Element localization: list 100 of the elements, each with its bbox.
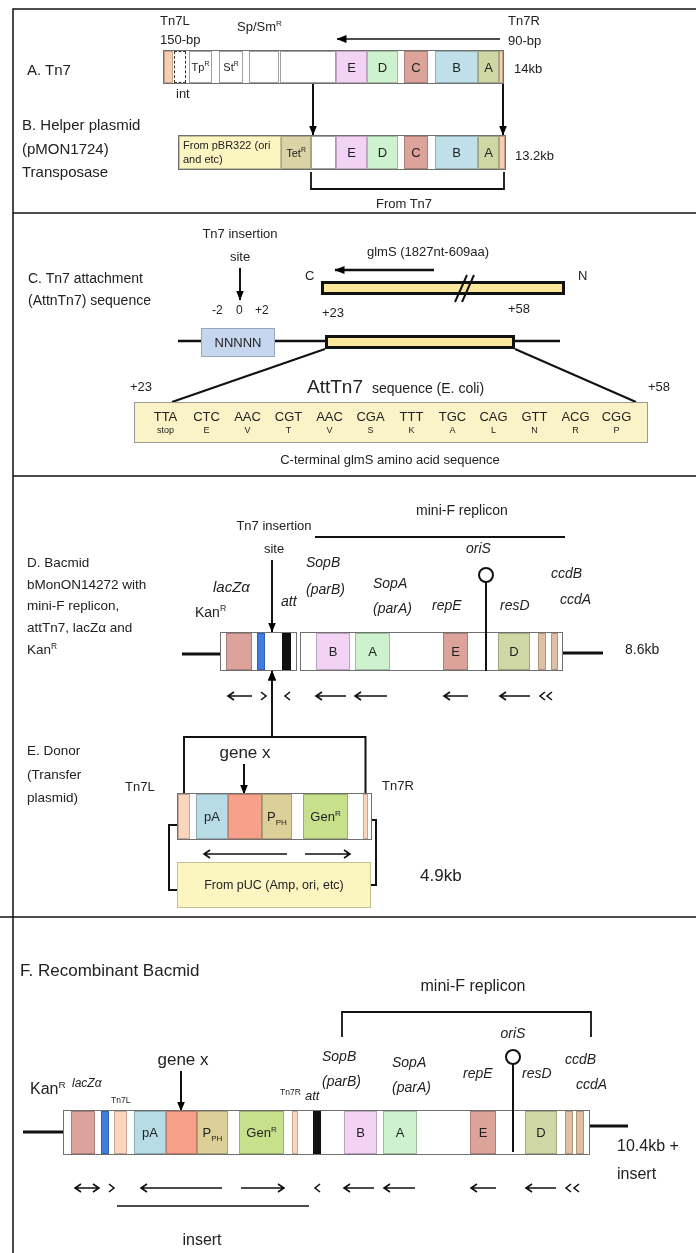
- segment-label: Tet$^{R}$: [286, 146, 306, 159]
- annotation-text: Tn7L: [125, 779, 155, 795]
- segment-label: A: [484, 145, 493, 160]
- segment-label: P$_{PH}$: [267, 809, 287, 824]
- gene-segment: [239, 1111, 284, 1154]
- gene-segment: [336, 51, 367, 83]
- segment-label: P$_{PH}$: [202, 1125, 223, 1140]
- gene-segment: [355, 633, 390, 670]
- gene-segment: [498, 633, 530, 670]
- amino-acid-text: E: [202, 424, 211, 436]
- annotation-text: SopB (parB): [306, 553, 346, 599]
- gene-segment: [344, 1111, 377, 1154]
- gene-bar: [321, 281, 565, 295]
- bacmid-map: [220, 632, 297, 671]
- gene-segment: [404, 136, 428, 169]
- gene-segment: [367, 51, 398, 83]
- segment-label: Tp$^{R}$: [191, 61, 210, 73]
- gene-segment: [576, 1111, 584, 1154]
- amino-acid-text: K: [407, 424, 416, 436]
- gene-segment: [499, 136, 505, 169]
- annotation-text: 13.2kb: [515, 148, 555, 164]
- gene-segment: [363, 794, 368, 839]
- amino-acid-text: stop: [156, 424, 175, 436]
- annotation-text: A. Tn7: [27, 61, 71, 79]
- arrow: [499, 83, 507, 136]
- annotation-text: F. Recombinant Bacmid: [20, 961, 200, 981]
- connector-line: [370, 819, 377, 886]
- segment-label: B: [328, 644, 338, 659]
- annotation-text: oriS: [466, 540, 491, 557]
- segment-label: E: [347, 59, 356, 75]
- segment-label: D: [377, 59, 388, 75]
- annotation-text: repE: [432, 597, 462, 614]
- annotation-label: gene x: [143, 1049, 223, 1071]
- segment-label: A: [368, 644, 377, 659]
- segment-label: St$^{R}$: [223, 61, 239, 73]
- gene-segment: [101, 1111, 109, 1154]
- annotation-text: att: [281, 593, 297, 610]
- segment-label: E: [347, 145, 356, 160]
- amino-acid-text: S: [366, 424, 375, 436]
- segment-label: B: [356, 1125, 365, 1140]
- gene-segment: [249, 51, 279, 83]
- segment-label: E: [451, 644, 460, 659]
- annotation-text: B. Helper plasmid (pMON1724) Transposase: [22, 115, 142, 182]
- segment-label: E: [478, 1125, 488, 1140]
- annotation-text: Tn7R: [382, 778, 414, 794]
- annotation-text: ccdB: [551, 565, 583, 582]
- codon-text: AAC: [233, 409, 262, 425]
- segment-label: B: [452, 145, 461, 160]
- annotation-text: Tn7R: [280, 1087, 301, 1097]
- annotation-text: SopB (parB): [322, 1047, 362, 1091]
- annotation-text: Tn7L: [111, 1095, 131, 1105]
- gene-segment: [538, 633, 546, 670]
- annotation-text: Kan$^{R}$: [30, 1079, 66, 1098]
- segment-label: pA: [142, 1125, 158, 1140]
- annotation-text: 4.9kb: [420, 866, 462, 886]
- caption-text: +23: [130, 379, 153, 394]
- amino-acid-text: R: [571, 424, 580, 436]
- annotation-text: ccdB: [565, 1051, 597, 1068]
- gene-segment: [114, 1111, 127, 1154]
- annotation-text: C. Tn7 attachment (AttnTn7) sequence: [28, 269, 152, 310]
- annotation-text: resD: [522, 1065, 552, 1082]
- caption-text: +58: [648, 379, 671, 394]
- amino-acid-text: N: [530, 424, 539, 436]
- arrow: [177, 1070, 185, 1112]
- annotation-text: lacZα: [72, 1076, 102, 1090]
- gene-segment: [478, 136, 499, 169]
- sequence-box: [201, 328, 275, 357]
- gene-segment: [551, 633, 558, 670]
- annotation-text: ccdA: [576, 1076, 608, 1093]
- gene-segment: [179, 136, 281, 169]
- codon-text: AAC: [315, 409, 344, 425]
- gene-segment: [178, 794, 190, 839]
- annotation-text: Tn7R 90-bp: [508, 12, 543, 50]
- codon-text: GTT: [520, 409, 549, 425]
- segment-label: B: [452, 59, 461, 75]
- annotation-text: resD: [500, 597, 530, 614]
- codon-text: CGG: [600, 409, 633, 425]
- gene-segment: [565, 1111, 573, 1154]
- amino-acid-text: V: [243, 424, 252, 436]
- bacmid-map: [300, 632, 563, 671]
- gene-segment: [478, 51, 499, 83]
- segment-label: Gen$^{R}$: [310, 809, 341, 824]
- segment-label: D: [509, 644, 519, 659]
- amino-acid-text: L: [490, 424, 497, 436]
- annotation-text: 0: [236, 303, 243, 317]
- gene-segment: [303, 794, 348, 839]
- connector-line: [168, 824, 178, 891]
- bacmid-map: [63, 1110, 590, 1155]
- annotation-text: Kan$^{R}$: [195, 604, 227, 621]
- gene-segment: [525, 1111, 557, 1154]
- annotation-text: Tn7L 150-bp: [160, 12, 202, 49]
- annotation-text: insert: [182, 1230, 222, 1249]
- gene-segment: [226, 633, 252, 670]
- gene-segment: [313, 1111, 321, 1154]
- segment-label: A: [395, 1125, 405, 1140]
- annotation-text: sequence (E. coli): [372, 380, 485, 397]
- sequence-box: [134, 402, 648, 443]
- gene-segment: [367, 136, 398, 169]
- annotation-text: 14kb: [514, 61, 543, 77]
- annotation-label: Tn7 insertion site: [200, 222, 280, 268]
